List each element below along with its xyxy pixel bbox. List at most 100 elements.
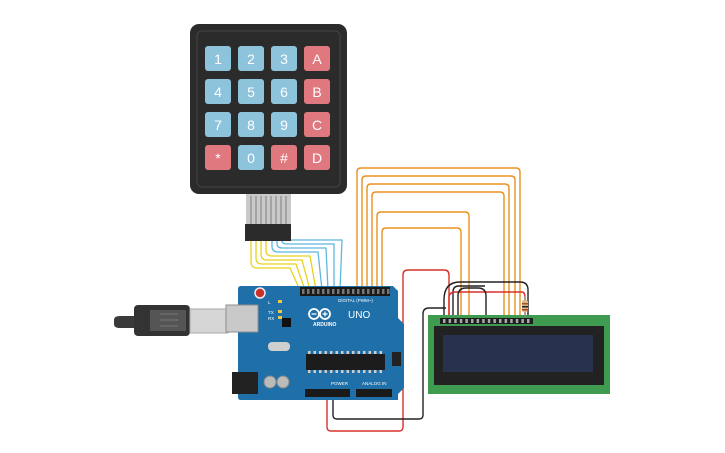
chip-pin-top bbox=[313, 351, 316, 354]
capacitor-1 bbox=[263, 375, 277, 389]
chip-pin-bottom bbox=[352, 370, 355, 373]
power-jack[interactable] bbox=[232, 372, 258, 394]
key-label: 2 bbox=[247, 51, 255, 67]
orange-wire-group[interactable] bbox=[356, 167, 521, 318]
arduino-uno-board[interactable]: UNO ARDUINO DIGITAL (PWM~) POWER ANALOG … bbox=[225, 286, 404, 400]
key-cap[interactable] bbox=[238, 145, 264, 170]
key-cap[interactable] bbox=[271, 79, 297, 104]
chip-pin-top bbox=[335, 351, 338, 354]
lcd-16x2-module[interactable] bbox=[428, 296, 610, 394]
wire-orange-6[interactable] bbox=[381, 227, 462, 318]
key-cap[interactable] bbox=[271, 46, 297, 71]
key-cap[interactable] bbox=[304, 145, 330, 170]
keypad-ribbon-pins bbox=[250, 196, 287, 226]
chip-pin-bottom bbox=[324, 370, 327, 373]
digital-pin bbox=[322, 289, 325, 294]
key-cap[interactable] bbox=[238, 79, 264, 104]
usb-cable[interactable] bbox=[114, 305, 229, 336]
key-cap[interactable] bbox=[304, 46, 330, 71]
digital-pin bbox=[337, 289, 340, 294]
key-0[interactable]: 0 bbox=[238, 145, 264, 170]
key-cap[interactable] bbox=[304, 79, 330, 104]
key-label: 1 bbox=[214, 51, 222, 67]
led-l bbox=[278, 300, 282, 303]
wire-keypad-5[interactable] bbox=[271, 241, 323, 291]
chip-pin-top bbox=[374, 351, 377, 354]
arduino-logo bbox=[308, 308, 331, 320]
key-cap[interactable] bbox=[304, 112, 330, 137]
key-*[interactable]: * bbox=[205, 145, 231, 170]
key-3[interactable]: 3 bbox=[271, 46, 297, 71]
reset-button[interactable] bbox=[254, 287, 266, 299]
digital-pin bbox=[362, 289, 365, 294]
digital-pin bbox=[382, 289, 385, 294]
chip-pin-top bbox=[319, 351, 322, 354]
digital-pin bbox=[312, 289, 315, 294]
key-6[interactable]: 6 bbox=[271, 79, 297, 104]
power-header[interactable] bbox=[305, 389, 350, 397]
key-cap[interactable] bbox=[205, 112, 231, 137]
digital-header-pins bbox=[302, 289, 390, 294]
key-cap[interactable] bbox=[205, 46, 231, 71]
key-8[interactable]: 8 bbox=[238, 112, 264, 137]
key-D[interactable]: D bbox=[304, 145, 330, 170]
key-cap[interactable] bbox=[205, 145, 231, 170]
key-4[interactable]: 4 bbox=[205, 79, 231, 104]
potentiometer-resistor[interactable] bbox=[522, 296, 528, 318]
key-cap[interactable] bbox=[271, 145, 297, 170]
wire-gnd-black[interactable] bbox=[332, 307, 446, 420]
wire-keypad-6[interactable] bbox=[276, 241, 329, 291]
wire-lcd-black-3[interactable] bbox=[457, 287, 487, 318]
wire-orange-4[interactable] bbox=[371, 191, 505, 318]
wire-orange-1[interactable] bbox=[356, 167, 521, 318]
led-rx bbox=[278, 316, 282, 319]
lcd-pin bbox=[471, 319, 474, 323]
wire-orange-2[interactable] bbox=[361, 175, 516, 318]
key-#[interactable]: # bbox=[271, 145, 297, 170]
wire-keypad-7[interactable] bbox=[281, 240, 335, 290]
digital-header[interactable] bbox=[300, 287, 390, 296]
key-cap[interactable] bbox=[238, 46, 264, 71]
digital-pin bbox=[317, 289, 320, 294]
wire-keypad-4[interactable] bbox=[265, 241, 317, 291]
chip-pin-top bbox=[352, 351, 355, 354]
lcd-pin bbox=[510, 319, 513, 323]
key-5[interactable]: 5 bbox=[238, 79, 264, 104]
key-B[interactable]: B bbox=[304, 79, 330, 104]
digital-pin bbox=[367, 289, 370, 294]
lcd-pin bbox=[493, 319, 496, 323]
wire-orange-3[interactable] bbox=[366, 183, 510, 318]
key-1[interactable]: 1 bbox=[205, 46, 231, 71]
wire-keypad-2[interactable] bbox=[255, 241, 306, 291]
lcd-header[interactable] bbox=[440, 318, 533, 324]
chip-pin-top bbox=[324, 351, 327, 354]
keypad-wire-group[interactable] bbox=[250, 239, 343, 291]
key-cap[interactable] bbox=[238, 112, 264, 137]
chip-pin-bottom bbox=[319, 370, 322, 373]
digital-pin bbox=[342, 289, 345, 294]
wire-lcd-red-loop[interactable] bbox=[448, 291, 526, 318]
lcd-pin bbox=[515, 319, 519, 323]
key-2[interactable]: 2 bbox=[238, 46, 264, 71]
usb-jack[interactable] bbox=[225, 304, 259, 333]
key-7[interactable]: 7 bbox=[205, 112, 231, 137]
wire-orange-5[interactable] bbox=[376, 211, 470, 318]
key-cap[interactable] bbox=[205, 79, 231, 104]
key-A[interactable]: A bbox=[304, 46, 330, 71]
analog-header[interactable] bbox=[356, 389, 392, 397]
wire-keypad-1[interactable] bbox=[250, 241, 301, 291]
arduino-brand-label: ARDUINO bbox=[313, 322, 336, 328]
key-cap[interactable] bbox=[271, 112, 297, 137]
wire-lcd-black-loop[interactable] bbox=[443, 281, 529, 318]
key-C[interactable]: C bbox=[304, 112, 330, 137]
capacitor-2 bbox=[276, 375, 290, 389]
atmega-chip bbox=[306, 354, 385, 370]
keypad-connector[interactable] bbox=[245, 224, 291, 241]
arduino-pcb bbox=[238, 286, 404, 400]
wire-keypad-3[interactable] bbox=[260, 241, 311, 291]
key-9[interactable]: 9 bbox=[271, 112, 297, 137]
keypad-ribbon bbox=[246, 194, 291, 224]
digital-pin bbox=[332, 289, 335, 294]
